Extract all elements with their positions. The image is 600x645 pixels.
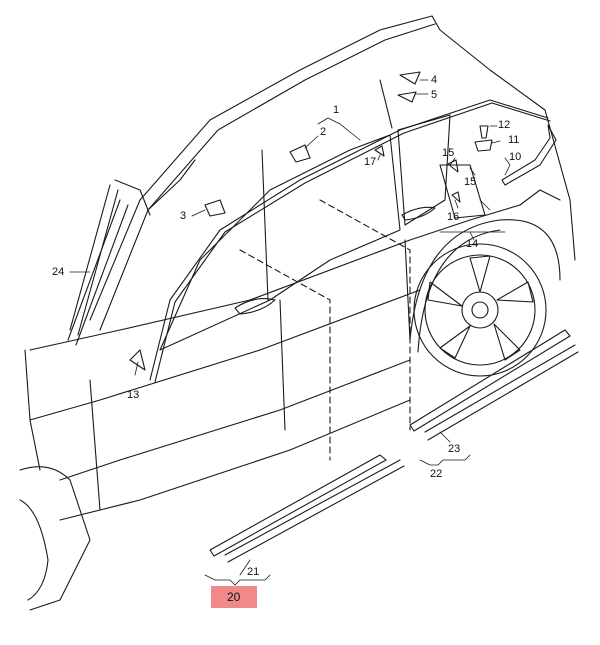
callout-11: 11 bbox=[508, 134, 520, 146]
callout-10: 10 bbox=[509, 151, 522, 163]
callout-2: 2 bbox=[320, 126, 327, 138]
leader-lines bbox=[69, 79, 511, 586]
callout-13: 13 bbox=[127, 389, 140, 401]
highlight-box bbox=[211, 586, 257, 608]
callout-16: 16 bbox=[447, 211, 460, 223]
callout-4: 4 bbox=[431, 74, 438, 86]
callout-12: 12 bbox=[498, 119, 511, 131]
callout-21: 21 bbox=[247, 566, 260, 578]
callout-15-left: 15 bbox=[442, 147, 455, 159]
car-body-outline bbox=[19, 15, 576, 611]
callout-23: 23 bbox=[448, 443, 461, 455]
callout-1: 1 bbox=[333, 104, 340, 116]
callout-3: 3 bbox=[180, 210, 187, 222]
trim-parts bbox=[67, 71, 579, 563]
callout-24: 24 bbox=[52, 266, 65, 278]
callout-20: 20 bbox=[227, 590, 241, 604]
callout-15-right: 15 bbox=[464, 176, 477, 188]
callout-14: 14 bbox=[466, 238, 479, 250]
callout-5: 5 bbox=[431, 89, 438, 101]
callout-22: 22 bbox=[430, 468, 443, 480]
callout-17: 17 bbox=[364, 156, 377, 168]
